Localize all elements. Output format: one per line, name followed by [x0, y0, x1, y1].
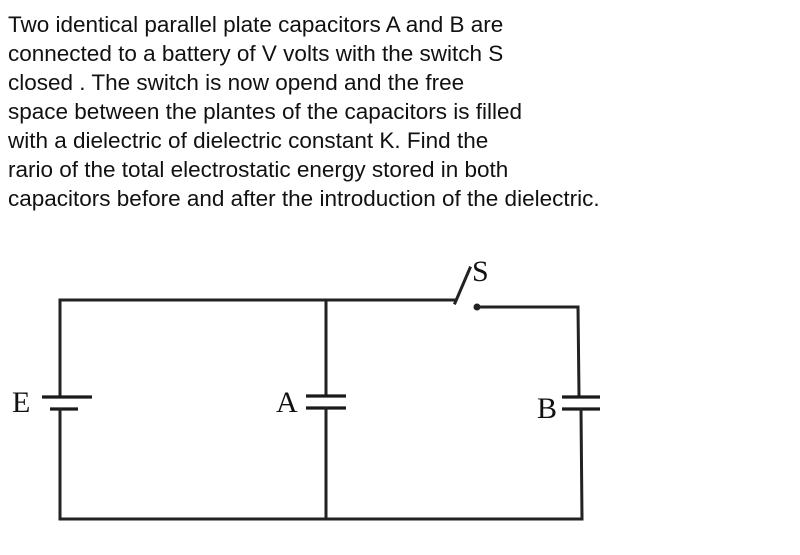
switch-blade [453, 266, 472, 305]
switch-contact [473, 303, 481, 311]
question-line-6: rario of the total electrostatic energy … [8, 157, 509, 182]
question-line-1: Two identical parallel plate capacitors … [8, 12, 504, 37]
question-line-3: closed . The switch is now opend and the… [8, 70, 465, 95]
question-line-5: with a dielectric of dielectric constant… [8, 128, 489, 153]
question-line-7: capacitors before and after the introduc… [8, 186, 600, 211]
question-text: Two identical parallel plate capacitors … [8, 10, 788, 213]
wire-right-lower [579, 407, 584, 521]
capacitor-a-label: A [276, 386, 298, 419]
capacitor-b-label: B [537, 392, 557, 425]
question-line-2: connected to a battery of V volts with t… [8, 41, 504, 66]
switch-label: S [472, 255, 489, 288]
question-line-4: space between the plantes of the capacit… [8, 99, 523, 124]
wire-top-right [478, 305, 581, 397]
battery-label: E [12, 386, 30, 419]
